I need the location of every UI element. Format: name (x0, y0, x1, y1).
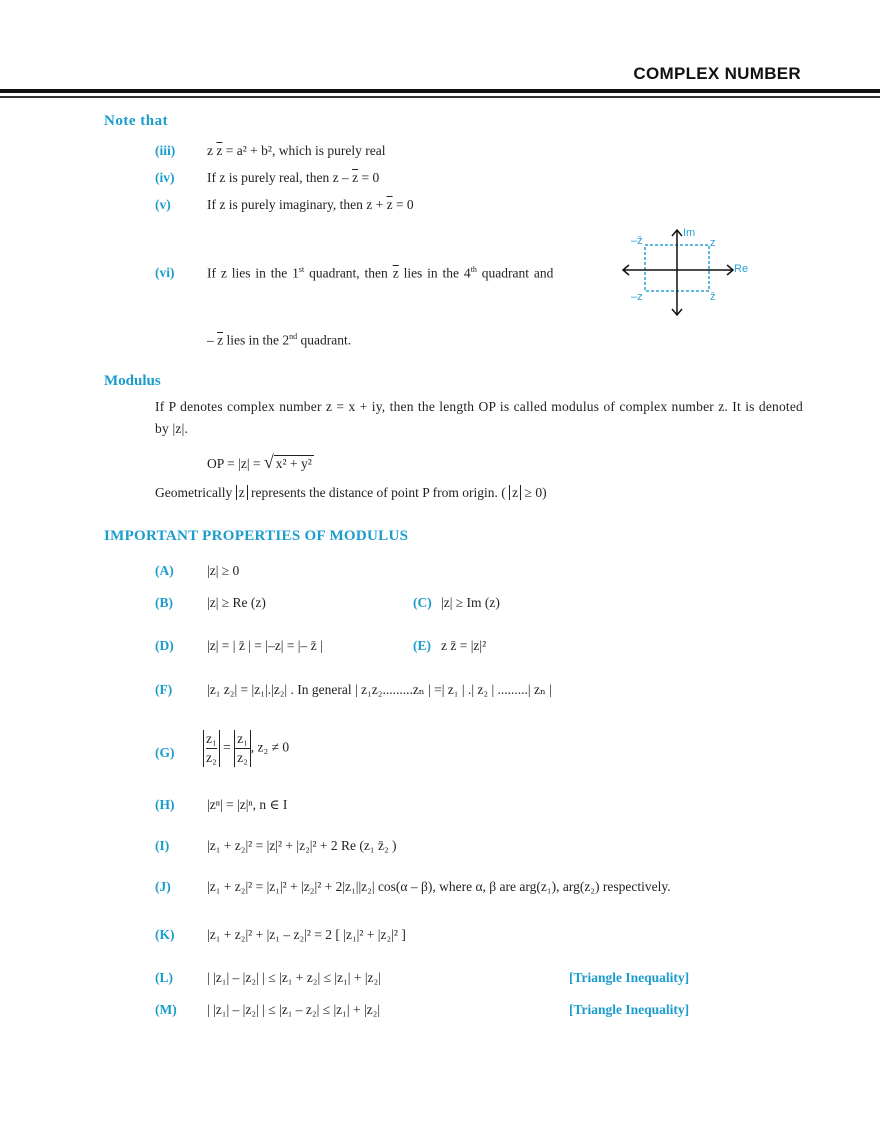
note-item-label: (v) (155, 197, 171, 212)
property-label-e: (E) (413, 638, 431, 653)
property-label-k: (K) (155, 927, 175, 942)
property-label-i: (I) (155, 838, 170, 853)
property-text-e: z z̄ = |z|² (441, 638, 487, 653)
property-text-i: |z₁ + z₂|² = |z|² + |z₂|² + 2 Re (z₁ z̄₂… (207, 838, 397, 853)
property-label-l: (L) (155, 970, 173, 985)
property-label-h: (H) (155, 797, 175, 812)
property-label-g: (G) (155, 745, 175, 760)
property-label-m: (M) (155, 1002, 177, 1017)
note-item-label: (vi) (155, 265, 175, 280)
corner-label-top-right: z (710, 237, 716, 249)
property-text-a: |z| ≥ 0 (207, 563, 240, 578)
note-item-label: (iii) (155, 143, 176, 158)
note-item-label: (iv) (155, 170, 175, 185)
property-label-a: (A) (155, 563, 174, 578)
note-item-text: If z is purely imaginary, then z + z = 0 (207, 197, 414, 212)
header-rule-thin (0, 96, 880, 98)
property-label-d: (D) (155, 638, 174, 653)
corner-label-bottom-left: –z (631, 291, 643, 303)
property-text-k: |z₁ + z₂|² + |z₁ – z₂|² = 2 [ |z₁|² + |z… (207, 927, 406, 942)
property-text-f: |z₁ z₂| = |z₁|.|z₂| . In general | z₁z₂.… (207, 682, 552, 697)
argand-diagram-svg (621, 228, 735, 317)
corner-label-top-left: –z̄ (631, 235, 643, 247)
im-axis-label: Im (683, 227, 696, 239)
property-text-h: |zⁿ| = |z|ⁿ, n ∈ I (207, 797, 288, 812)
property-text-d: |z| = | z̄ | = |–z| = |– z̄ | (207, 638, 323, 653)
modulus-geometric-text: Geometrically z represents the distance … (155, 485, 547, 500)
property-label-f: (F) (155, 682, 173, 697)
re-axis-label: Re (734, 263, 749, 275)
property-text-b: |z| ≥ Re (z) (207, 595, 266, 610)
property-label-b: (B) (155, 595, 173, 610)
note-continuation: – z lies in the 2nd quadrant. (207, 332, 352, 348)
property-text-j: |z₁ + z₂|² = |z₁|² + |z₂|² + 2|z₁||z₂| c… (207, 879, 671, 894)
note-item-text: If z lies in the 1st quadrant, then z li… (207, 265, 554, 281)
note-item-text: z z = a² + b², which is purely real (207, 143, 386, 158)
property-text-c: |z| ≥ Im (z) (441, 595, 500, 610)
note-item-text: If z is purely real, then z – z = 0 (207, 170, 380, 185)
property-label-c: (C) (413, 595, 432, 610)
properties-section-title: IMPORTANT PROPERTIES OF MODULUS (104, 528, 409, 544)
modulus-section-title: Modulus (104, 373, 161, 389)
property-text-l: | |z₁| – |z₂| | ≤ |z₁ + z₂| ≤ |z₁| + |z₂… (207, 970, 381, 985)
note-section-title: Note that (104, 113, 169, 129)
property-label-j: (J) (155, 879, 171, 894)
modulus-paragraph: If P denotes complex number z = x + iy, … (155, 399, 803, 436)
header-rule-thick (0, 89, 880, 93)
corner-label-bottom-right: z̄ (710, 291, 716, 303)
argand-diagram: Im Re –z̄ z –z z̄ (615, 225, 765, 320)
property-text-m: | |z₁| – |z₂| | ≤ |z₁ – z₂| ≤ |z₁| + |z₂… (207, 1002, 381, 1017)
triangle-inequality-tag: [Triangle Inequality] (569, 1002, 690, 1017)
triangle-inequality-tag: [Triangle Inequality] (569, 970, 690, 985)
modulus-formula: OP = |z| = √x² + y² (207, 452, 314, 472)
page-header-title: COMPLEX NUMBER (633, 64, 801, 83)
